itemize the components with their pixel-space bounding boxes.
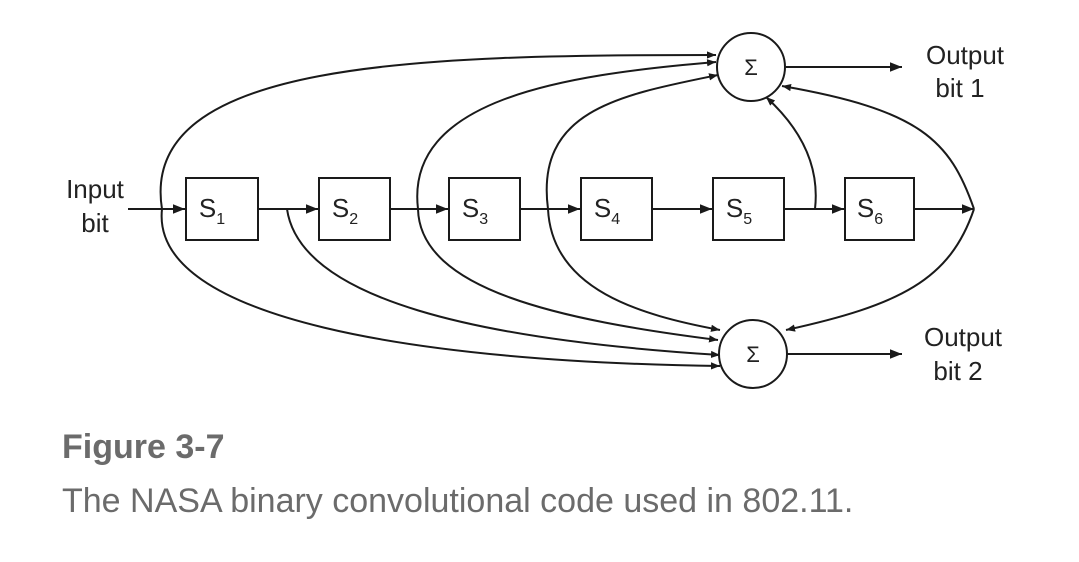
tap-input-to-sum1 (159, 51, 717, 210)
register-s2-box (318, 177, 391, 241)
tap-s3-to-sum1 (545, 73, 719, 210)
register-s2-letter: S (332, 193, 349, 223)
sum-node-output1-symbol: Σ (744, 55, 758, 80)
output2-label-line2: bit 2 (933, 356, 982, 386)
figure-caption: The NASA binary convolutional code used … (62, 482, 854, 520)
register-s4-subscript: 4 (611, 211, 620, 228)
register-s4-box (580, 177, 653, 241)
output2-label-line1: Output (924, 322, 1003, 352)
register-s5-box (712, 177, 785, 241)
output1-label-line2: bit 1 (935, 73, 984, 103)
tap-s3-to-sum2 (547, 208, 721, 332)
register-s6-label: S6 (857, 193, 883, 228)
tap-s5-to-sum1 (765, 96, 817, 210)
register-s5-label: S5 (726, 193, 752, 228)
register-s6-box (844, 177, 915, 241)
register-s3-subscript: 3 (479, 211, 488, 228)
input-label-line1: Input (66, 174, 125, 204)
register-s1-letter: S (199, 193, 216, 223)
tap-s1-to-sum2 (286, 208, 721, 359)
register-s5-subscript: 5 (743, 211, 752, 228)
register-s1-label: S1 (199, 193, 225, 228)
output1-label-line1: Output (926, 40, 1005, 70)
sum-node-output2 (718, 319, 788, 389)
tap-input-to-sum2 (160, 208, 721, 370)
register-s2-subscript: 2 (349, 211, 358, 228)
register-s6-subscript: 6 (874, 211, 883, 228)
tap-s6-to-sum1 (781, 83, 975, 210)
register-s3-label: S3 (462, 193, 488, 228)
tap-s2-to-sum2 (417, 208, 719, 343)
register-s6-letter: S (857, 193, 874, 223)
register-s1-subscript: 1 (216, 211, 225, 228)
register-s4-label: S4 (594, 193, 620, 228)
register-s1-box (185, 177, 259, 241)
register-s3-box (448, 177, 521, 241)
input-label-line2: bit (81, 208, 109, 238)
figure-title: Figure 3-7 (62, 428, 225, 466)
tap-s6-to-sum2 (785, 208, 975, 332)
sum-node-output1 (716, 32, 786, 102)
register-s2-label: S2 (332, 193, 358, 228)
register-s3-letter: S (462, 193, 479, 223)
tap-s2-to-sum1 (416, 59, 717, 210)
register-s5-letter: S (726, 193, 743, 223)
sum-node-output2-symbol: Σ (746, 342, 760, 367)
convolutional-encoder-diagram: Input bit S1 S2 S3 S4 S5 S6 Σ Σ Output b… (66, 32, 1005, 389)
register-s4-letter: S (594, 193, 611, 223)
